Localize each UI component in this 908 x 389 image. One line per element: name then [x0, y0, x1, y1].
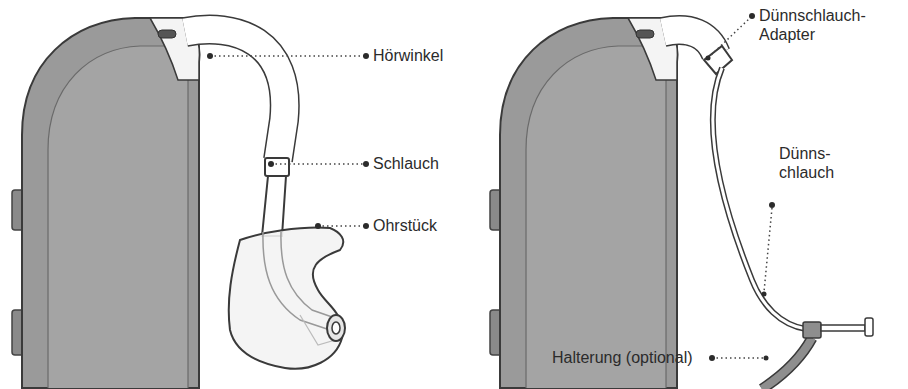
tube — [262, 176, 286, 236]
device-body — [490, 18, 677, 388]
thin-tube-adapter — [704, 46, 732, 74]
retainer — [762, 338, 812, 389]
hook-connector — [265, 158, 289, 176]
part-label: Schlauch — [373, 154, 513, 173]
thin-tube — [713, 68, 806, 329]
earmold — [229, 228, 344, 369]
part-label: Dünnschlauch- Adapter — [759, 6, 871, 44]
part-label: Dünns- chlauch — [779, 144, 839, 182]
short-hook — [663, 30, 716, 54]
part-label: Hörwinkel — [373, 46, 513, 65]
leader-lines — [210, 18, 772, 358]
leader-dots — [207, 13, 775, 361]
ear-hook — [185, 29, 285, 160]
part-label: Halterung (optional) — [552, 348, 710, 367]
device-body — [12, 18, 199, 388]
part-label: Ohrstück — [373, 216, 513, 235]
